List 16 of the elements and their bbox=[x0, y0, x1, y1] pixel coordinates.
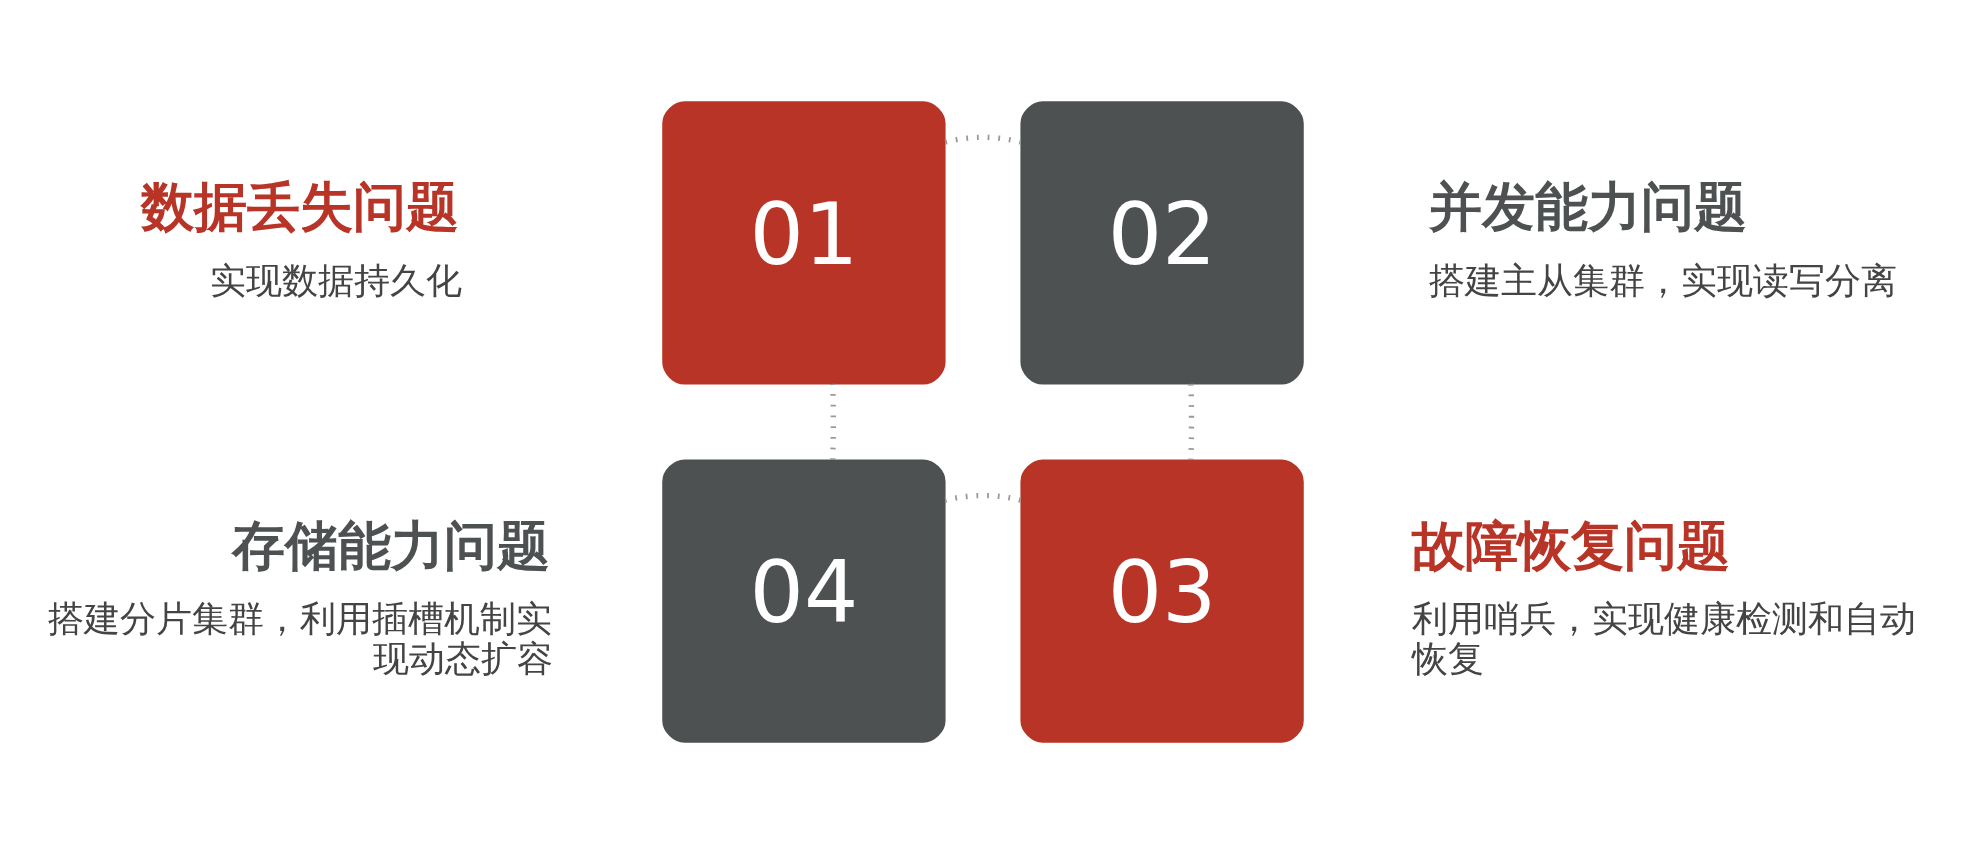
connector bbox=[830, 383, 836, 461]
connector bbox=[1188, 383, 1195, 461]
node-label: 故障恢复问题 bbox=[1411, 513, 1730, 577]
node-label: 实现数据持久化 bbox=[210, 259, 463, 301]
connector bbox=[944, 492, 1022, 503]
node-label: 搭建分片集群，利用插槽机制实现动态扩容 bbox=[48, 598, 553, 679]
node-label: 数据丢失问题 bbox=[141, 175, 459, 239]
node-box: 02 bbox=[1020, 101, 1304, 385]
node-label: 利用哨兵，实现健康检测和自动恢复 bbox=[1411, 598, 1916, 679]
node-label: 搭建主从集群，实现读写分离 bbox=[1429, 259, 1898, 301]
node-box: 03 bbox=[1020, 459, 1304, 743]
connector bbox=[944, 134, 1022, 145]
node-box: 04 bbox=[662, 459, 946, 743]
node-label: 存储能力问题 bbox=[231, 513, 550, 577]
node-box: 01 bbox=[662, 101, 946, 385]
node-label: 并发能力问题 bbox=[1429, 175, 1748, 239]
